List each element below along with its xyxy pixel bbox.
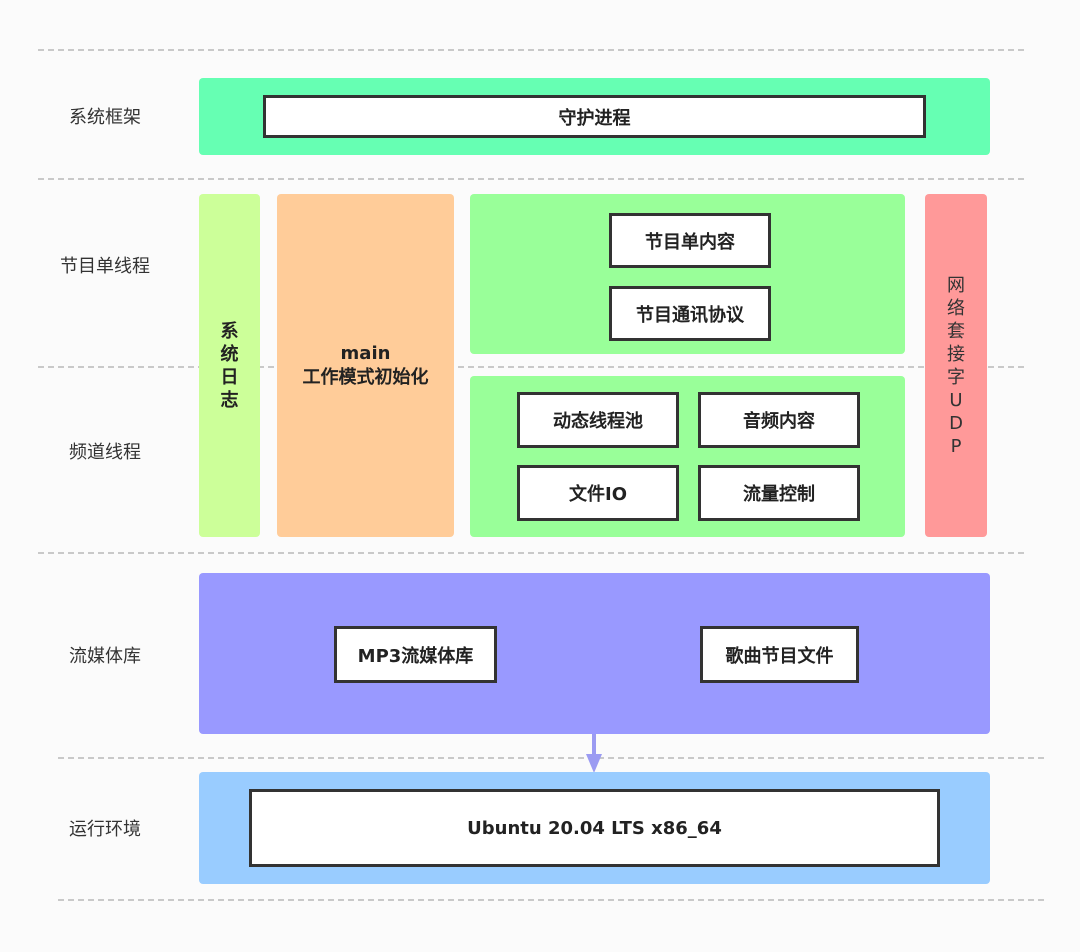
socket-char: D: [949, 412, 963, 434]
socket-char: P: [950, 435, 962, 457]
thread-pool-box: 动态线程池: [517, 392, 679, 448]
socket-char: U: [949, 389, 963, 411]
daemon-box: 守护进程: [263, 95, 926, 138]
separator-line: [38, 366, 1024, 368]
flow-control-box: 流量控制: [698, 465, 860, 521]
row-label-channel-thread: 频道线程: [69, 442, 141, 463]
media-panel: [199, 573, 990, 734]
audio-content-box: 音频内容: [698, 392, 860, 448]
syslog-char: 日: [220, 366, 239, 388]
syslog-char: 统: [220, 343, 239, 365]
arrow-down-icon: [586, 754, 602, 773]
syslog-char: 志: [220, 389, 239, 411]
row-label-framework: 系统框架: [69, 107, 141, 128]
syslog-char: 系: [220, 320, 239, 342]
socket-char: 网: [947, 274, 965, 296]
mp3-library-box: MP3流媒体库: [334, 626, 497, 683]
socket-char: 络: [947, 297, 965, 319]
separator-line: [38, 552, 1024, 554]
separator-line: [38, 178, 1024, 180]
row-label-media-lib: 流媒体库: [69, 646, 141, 667]
socket-char: 套: [947, 320, 965, 342]
row-label-runtime: 运行环境: [69, 819, 141, 840]
main-sublabel: 工作模式初始化: [302, 366, 429, 388]
socket-panel: 网 络 套 接 字 U D P: [925, 194, 987, 537]
separator-line: [58, 757, 1044, 759]
runtime-box: Ubuntu 20.04 LTS x86_64: [249, 789, 940, 867]
separator-line: [38, 49, 1024, 51]
separator-line: [58, 899, 1044, 901]
arrow-line: [592, 734, 596, 756]
syslog-panel: 系 统 日 志: [199, 194, 260, 537]
main-label: main: [340, 342, 391, 364]
song-files-box: 歌曲节目文件: [700, 626, 859, 683]
main-panel: main 工作模式初始化: [277, 194, 454, 537]
socket-char: 字: [947, 366, 965, 388]
program-content-box: 节目单内容: [609, 213, 771, 268]
program-protocol-box: 节目通讯协议: [609, 286, 771, 341]
socket-char: 接: [947, 343, 965, 365]
file-io-box: 文件IO: [517, 465, 679, 521]
row-label-program-thread: 节目单线程: [60, 256, 150, 277]
